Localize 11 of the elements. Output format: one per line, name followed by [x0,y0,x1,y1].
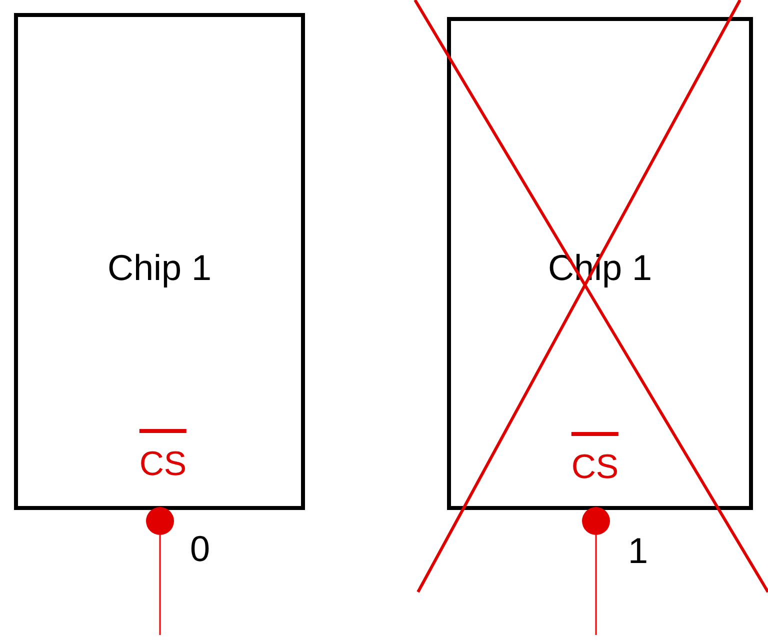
signal-line [159,535,161,635]
chip-box [447,17,753,510]
pin-dot [582,507,610,535]
chip-box [14,13,305,510]
signal-label: CS [571,432,619,484]
signal-label: CS [139,429,187,481]
pin-number: 0 [190,528,210,570]
pin-dot [146,507,174,535]
chip-name: Chip 1 [107,247,212,289]
signal-line [595,535,597,635]
pin-number: 1 [628,530,648,572]
